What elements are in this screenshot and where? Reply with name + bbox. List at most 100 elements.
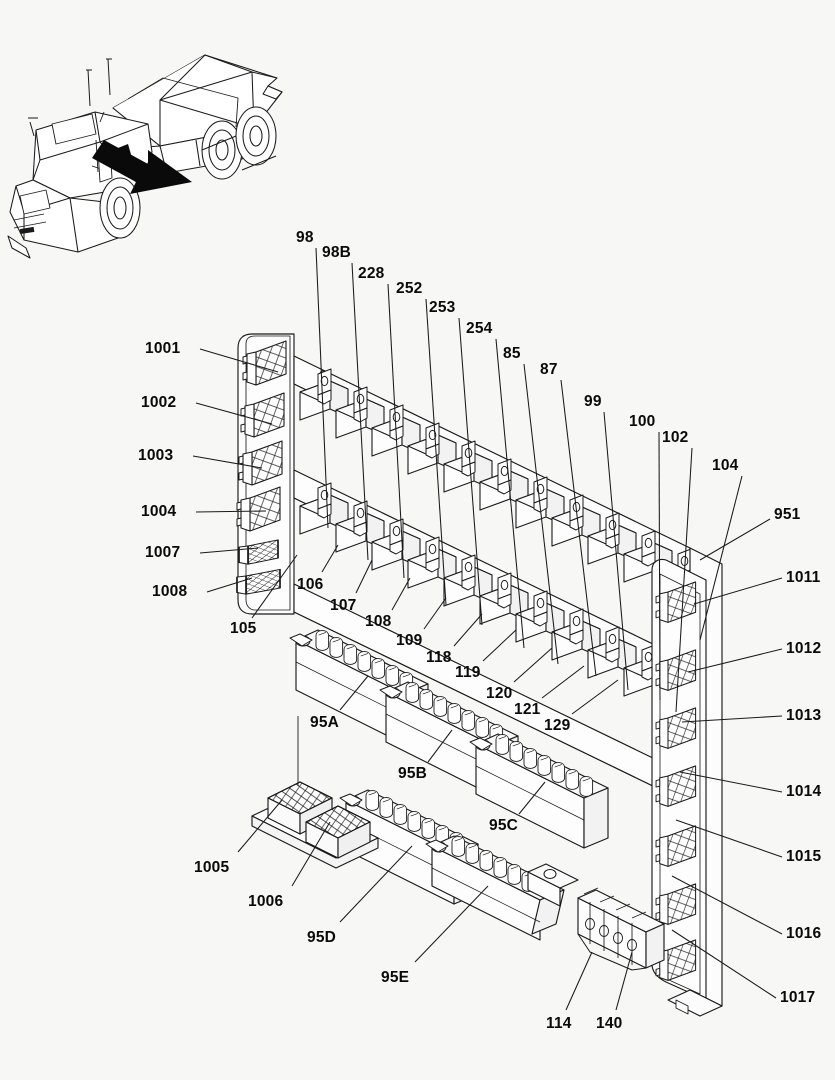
leader-line-107 <box>355 559 373 594</box>
callout-label-98: 98 <box>296 229 314 246</box>
left-rail-connectors <box>236 340 287 595</box>
callout-label-95A: 95A <box>310 714 340 731</box>
leader-line-1008 <box>206 577 253 593</box>
leader-line-95A <box>339 675 369 711</box>
callout-label-252: 252 <box>396 280 423 297</box>
leader-line-1013 <box>681 715 783 723</box>
leader-line-98 <box>315 247 329 529</box>
leader-line-106 <box>321 544 339 573</box>
leader-line-1016 <box>671 875 783 935</box>
leader-line-1017 <box>671 929 777 999</box>
callout-label-1014: 1014 <box>786 783 822 800</box>
callout-label-106: 106 <box>297 576 324 593</box>
leader-line-105 <box>251 554 298 619</box>
callout-label-1017: 1017 <box>780 989 816 1006</box>
callout-label-109: 109 <box>396 632 423 649</box>
side-bracket <box>527 863 579 907</box>
callout-label-228: 228 <box>358 265 385 282</box>
callout-label-1013: 1013 <box>786 707 822 724</box>
leader-line-129 <box>571 679 619 715</box>
leader-line-109 <box>423 597 447 630</box>
callout-label-108: 108 <box>365 613 392 630</box>
fuse-block-95C <box>469 733 609 849</box>
callout-label-1012: 1012 <box>786 640 822 657</box>
leader-line-1015 <box>675 819 783 858</box>
leader-line-1005 <box>237 799 283 853</box>
leader-line-121 <box>541 665 585 699</box>
callout-label-98B: 98B <box>322 244 352 261</box>
leader-line-99 <box>603 411 629 691</box>
callout-label-1007: 1007 <box>145 544 181 561</box>
callout-label-104: 104 <box>712 457 739 474</box>
callout-label-1004: 1004 <box>141 503 177 520</box>
callout-label-119: 119 <box>455 664 481 681</box>
leader-line-95B <box>427 729 453 763</box>
callout-label-120: 120 <box>486 685 513 702</box>
leader-line-95E <box>414 885 489 963</box>
leader-line-254 <box>495 338 525 649</box>
location-arrow <box>92 140 192 194</box>
leader-line-252 <box>425 298 447 606</box>
callout-label-1015: 1015 <box>786 848 822 865</box>
callout-label-100: 100 <box>629 413 656 430</box>
callout-label-254: 254 <box>466 320 493 337</box>
callout-label-85: 85 <box>503 345 521 362</box>
leader-line-1006 <box>291 821 331 887</box>
leader-line-118 <box>453 613 483 647</box>
callout-label-129: 129 <box>544 717 571 734</box>
panel-assembly <box>236 333 723 1017</box>
leader-line-108 <box>391 577 411 611</box>
leader-line-1003 <box>192 455 263 469</box>
leader-line-951 <box>699 518 771 561</box>
leader-line-1004 <box>195 510 267 513</box>
leader-line-1012 <box>687 648 783 673</box>
callout-label-951: 951 <box>774 506 801 523</box>
leader-line-87 <box>560 379 597 677</box>
leader-line-1007 <box>199 547 259 554</box>
terminal-block-114-140 <box>577 887 665 971</box>
leader-line-1001 <box>199 348 279 373</box>
callout-label-1002: 1002 <box>141 394 177 411</box>
callout-label-95E: 95E <box>381 969 410 986</box>
relay-row-upper <box>299 368 709 601</box>
leader-line-228 <box>387 283 405 579</box>
callout-label-99: 99 <box>584 393 602 410</box>
base-plate-connectors <box>251 716 379 869</box>
callout-label-95C: 95C <box>489 817 519 834</box>
leader-line-1014 <box>679 771 783 793</box>
leader-line-140 <box>615 951 633 1011</box>
leader-line-98B <box>351 262 369 561</box>
callout-label-102: 102 <box>662 429 689 446</box>
leader-line-120 <box>513 647 553 683</box>
leader-line-104 <box>699 475 743 641</box>
leader-line-253 <box>458 317 483 626</box>
leader-line-1002 <box>195 402 273 425</box>
callout-label-140: 140 <box>596 1015 623 1032</box>
leader-line-102 <box>675 447 693 713</box>
callout-label-1011: 1011 <box>786 569 821 586</box>
leader-line-114 <box>565 951 593 1011</box>
leader-line-100 <box>658 431 661 701</box>
leader-line-85 <box>523 363 559 665</box>
callout-label-87: 87 <box>540 361 558 378</box>
callout-label-1008: 1008 <box>152 583 188 600</box>
callout-label-1001: 1001 <box>145 340 181 357</box>
callout-label-107: 107 <box>330 597 357 614</box>
callout-label-95D: 95D <box>307 929 337 946</box>
callout-label-1003: 1003 <box>138 447 174 464</box>
callout-label-95B: 95B <box>398 765 428 782</box>
truck-inset <box>7 54 283 259</box>
callout-label-1006: 1006 <box>248 893 284 910</box>
leader-line-1011 <box>693 577 783 605</box>
callout-label-253: 253 <box>429 299 456 316</box>
leader-line-95C <box>518 781 546 815</box>
callout-label-1016: 1016 <box>786 925 822 942</box>
leader-line-95D <box>339 845 413 923</box>
callout-label-105: 105 <box>230 620 257 637</box>
callout-label-121: 121 <box>514 701 541 718</box>
leader-line-119 <box>482 629 517 662</box>
callout-label-114: 114 <box>546 1015 572 1032</box>
callout-label-118: 118 <box>426 649 452 666</box>
